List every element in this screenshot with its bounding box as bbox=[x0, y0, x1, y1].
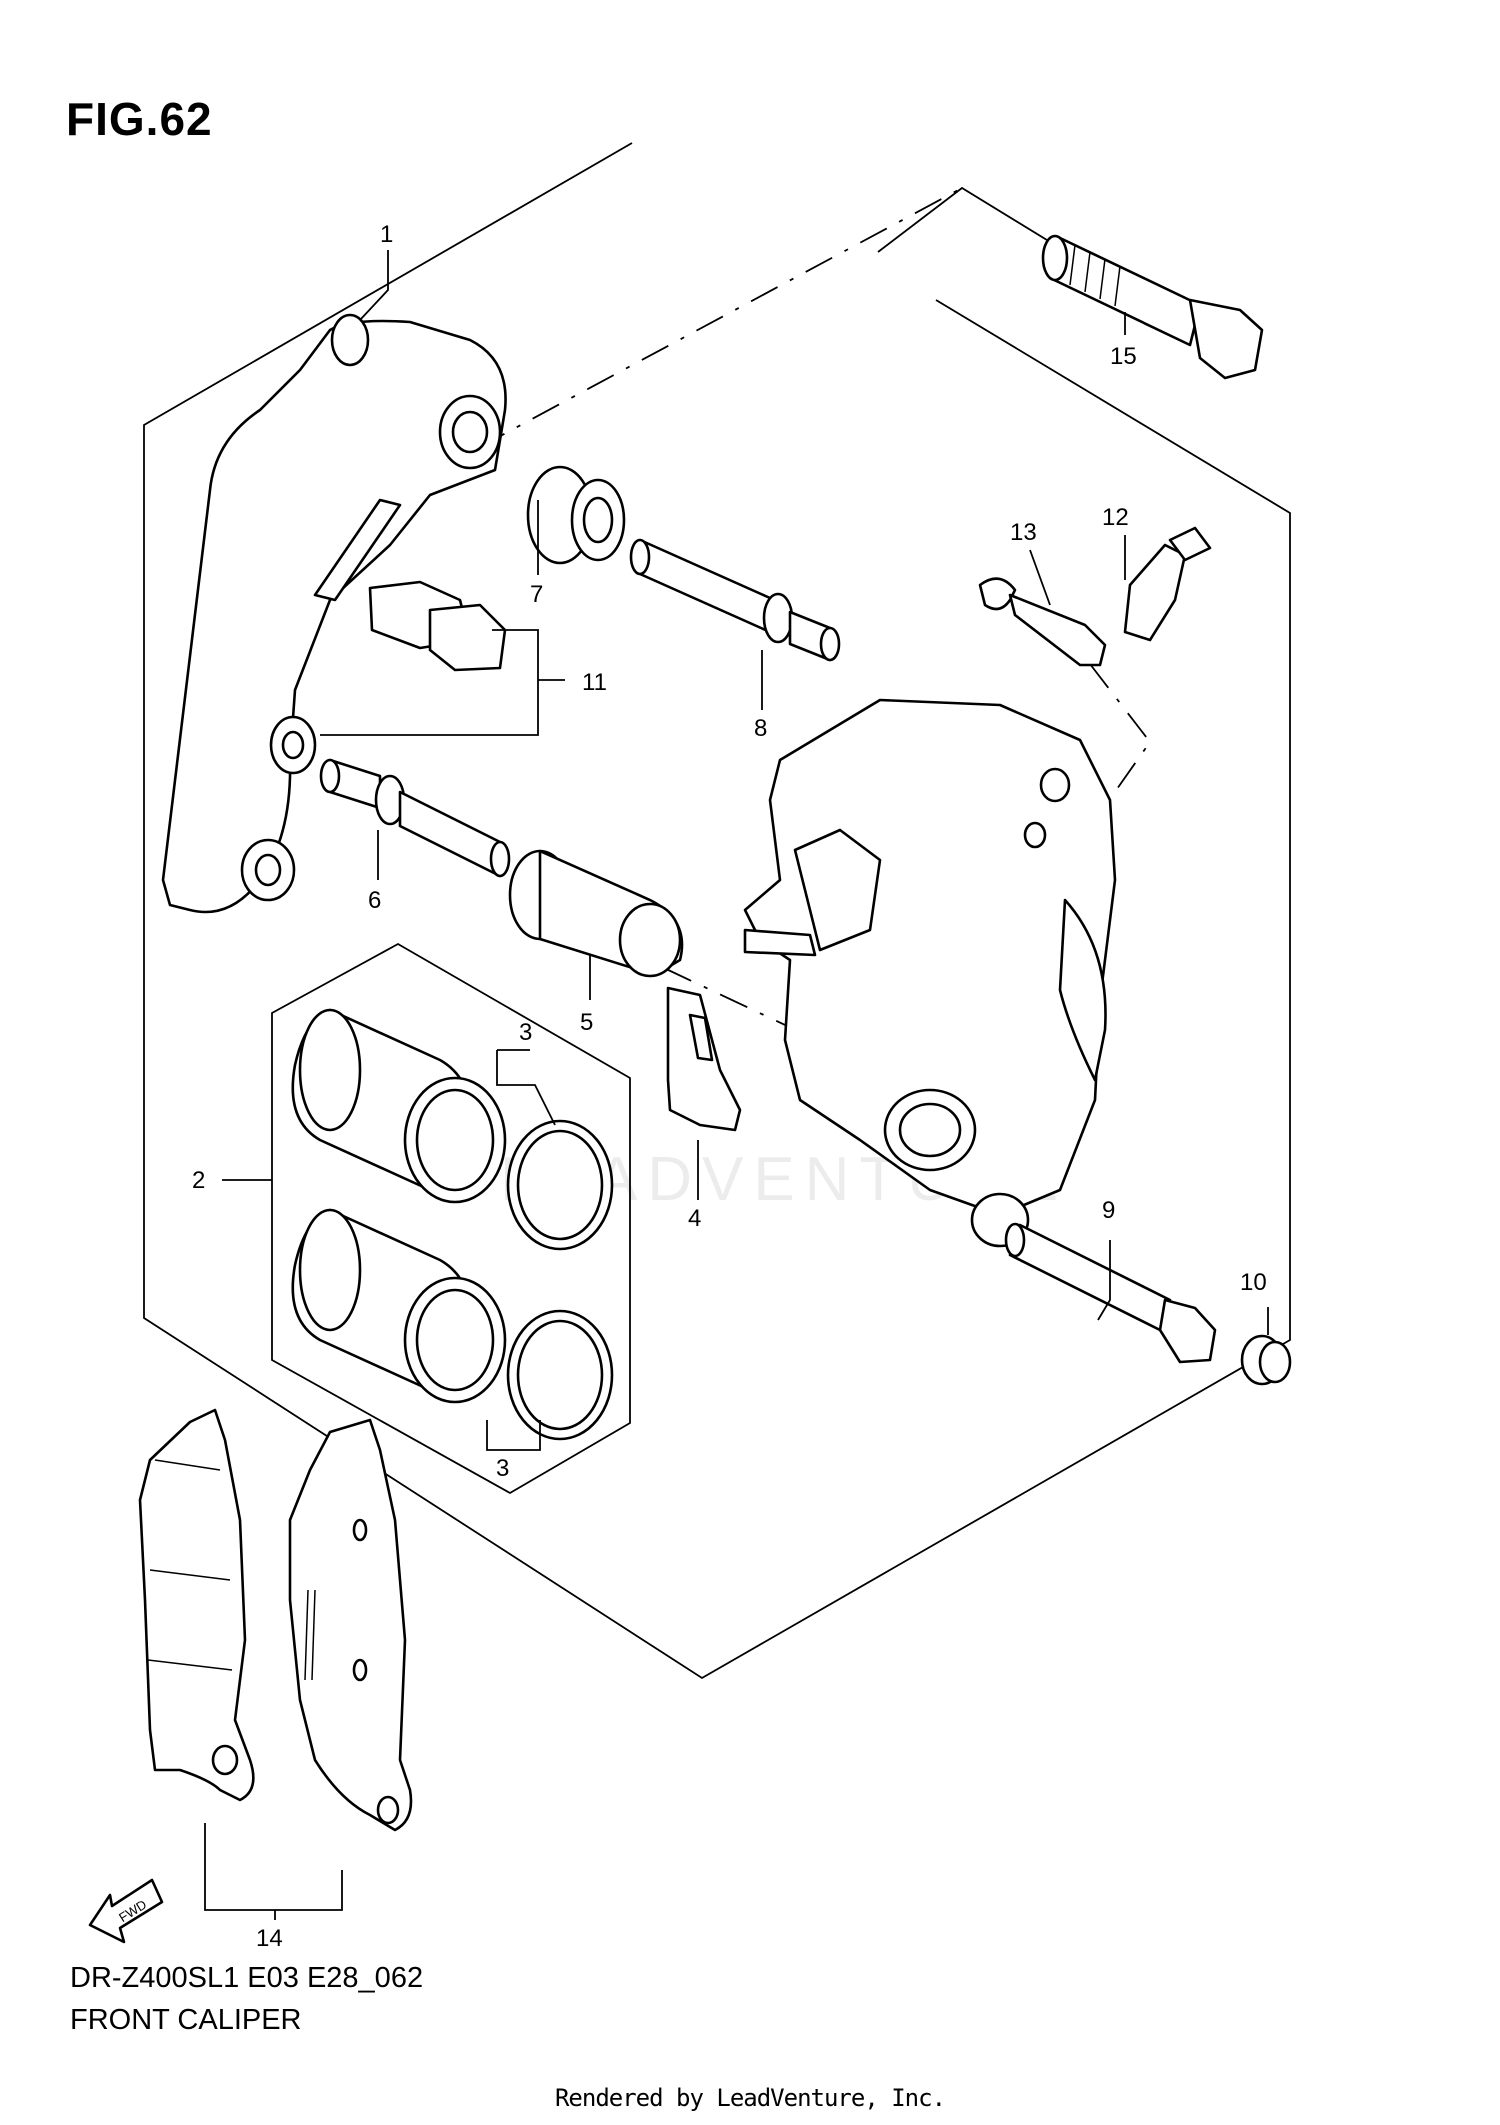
assembly-outline bbox=[143, 142, 1291, 1680]
callout-14: 14 bbox=[256, 1925, 283, 1952]
callout-3-upper: 3 bbox=[519, 1019, 532, 1046]
alignment-line-3 bbox=[1089, 663, 1152, 797]
pin-lower bbox=[319, 758, 511, 878]
alignment-line-1 bbox=[477, 187, 963, 449]
bleeder-valve bbox=[1123, 526, 1212, 642]
pin-upper bbox=[629, 538, 841, 662]
callout-6: 6 bbox=[368, 887, 381, 914]
callout-5: 5 bbox=[580, 1009, 593, 1036]
callout-15: 15 bbox=[1110, 343, 1137, 370]
callout-12: 12 bbox=[1102, 504, 1129, 531]
callout-10: 10 bbox=[1240, 1269, 1267, 1296]
model-code: DR-Z400SL1 E03 E28_062 bbox=[70, 1962, 424, 1994]
mounting-bolt bbox=[1041, 234, 1264, 380]
diagram-name: FRONT CALIPER bbox=[70, 2004, 302, 2036]
pad-outline bbox=[271, 942, 631, 1495]
caliper-body bbox=[743, 698, 1117, 1248]
brake-pad-left bbox=[138, 1408, 255, 1802]
fwd-arrow-icon: FWD bbox=[88, 1878, 164, 1944]
callout-2: 2 bbox=[192, 1167, 205, 1194]
alignment-line-2 bbox=[877, 186, 1061, 253]
plug bbox=[1240, 1334, 1292, 1386]
callout-11: 11 bbox=[582, 669, 607, 696]
callout-1: 1 bbox=[380, 221, 393, 248]
boot bbox=[526, 465, 626, 565]
piston-lower bbox=[291, 1208, 614, 1441]
callout-4: 4 bbox=[688, 1205, 701, 1232]
figure-title: FIG.62 bbox=[66, 93, 213, 145]
pad-retainer bbox=[666, 986, 742, 1132]
callout-9: 9 bbox=[1102, 1197, 1115, 1224]
render-credit: Rendered by LeadVenture, Inc. bbox=[554, 2084, 946, 2112]
brake-pad-right bbox=[288, 1418, 413, 1832]
alignment-line-4 bbox=[663, 967, 903, 1081]
piston-boot bbox=[508, 849, 684, 978]
leader-lines bbox=[204, 250, 1269, 1920]
pad-spring bbox=[368, 580, 507, 672]
callout-13: 13 bbox=[1010, 519, 1037, 546]
caliper-bracket bbox=[161, 313, 507, 914]
bleeder-cap bbox=[978, 577, 1107, 667]
callout-8: 8 bbox=[754, 715, 767, 742]
piston-upper bbox=[291, 1008, 614, 1251]
callout-3-lower: 3 bbox=[496, 1455, 509, 1482]
pin-9 bbox=[1004, 1222, 1217, 1364]
callout-7: 7 bbox=[530, 581, 543, 608]
